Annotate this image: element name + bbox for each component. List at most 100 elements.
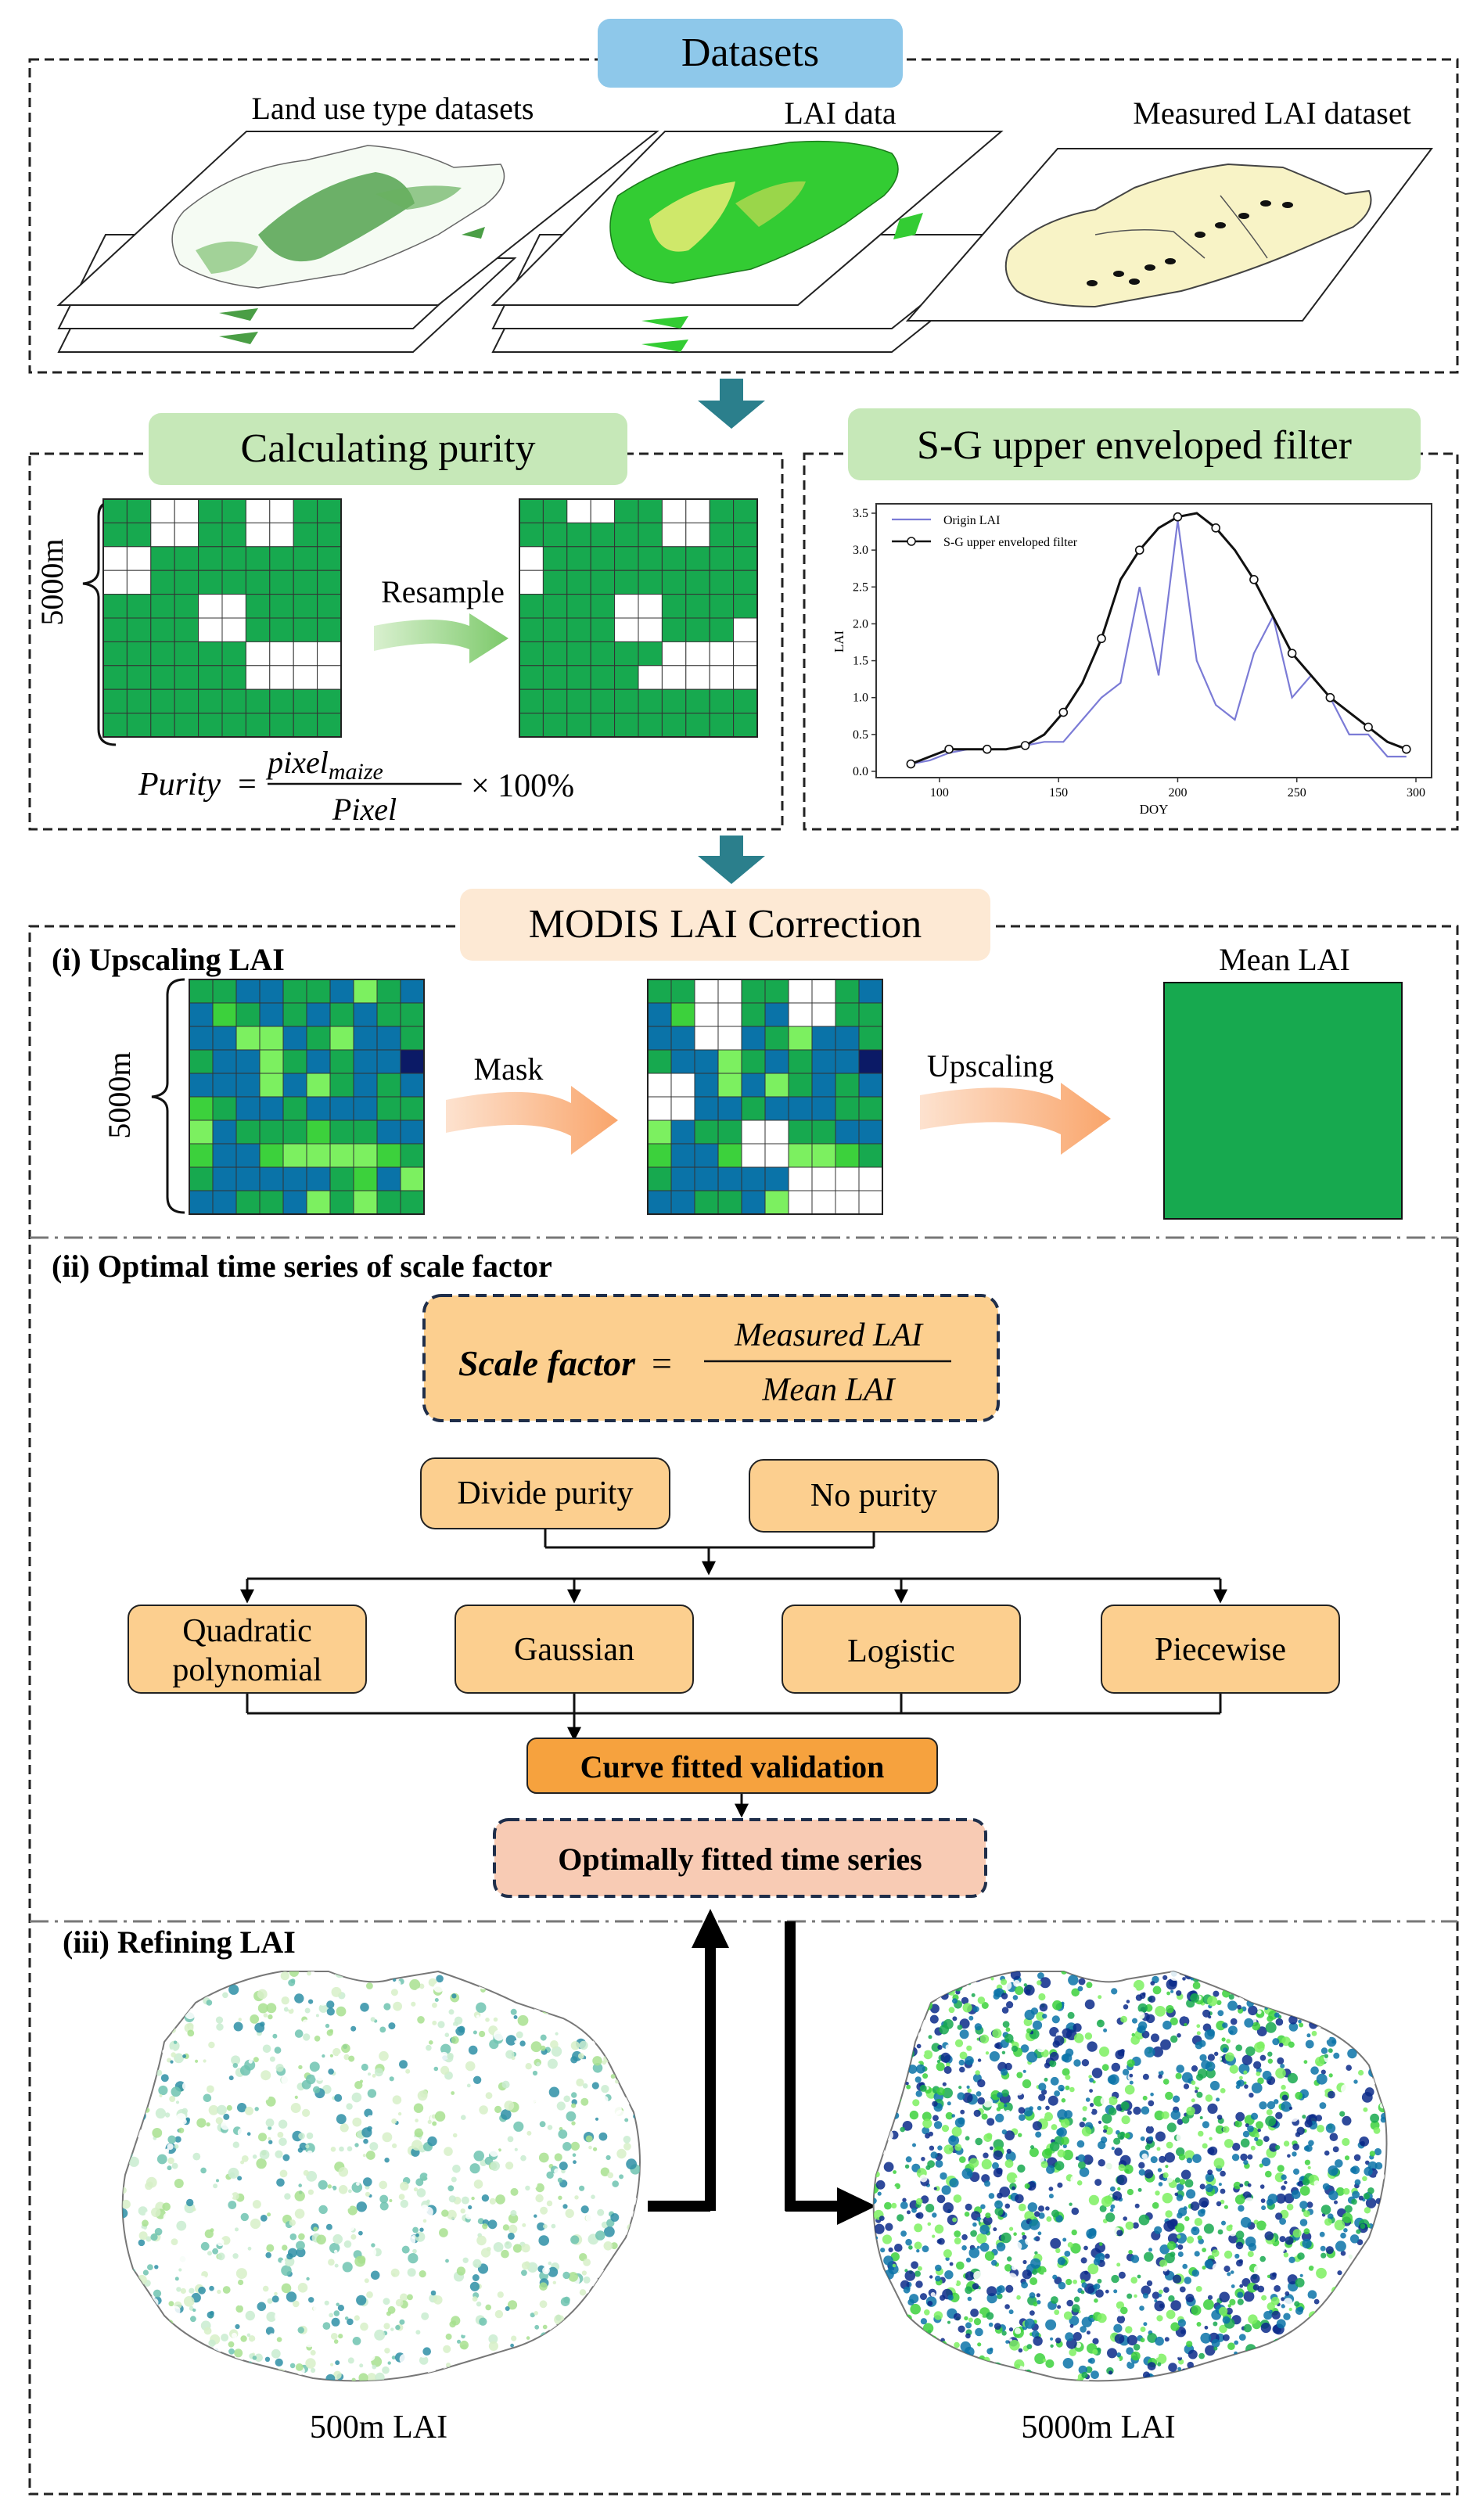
grid-cell (733, 617, 758, 642)
grid-cell (212, 1190, 237, 1215)
grid-cell (733, 665, 758, 690)
grid-cell (400, 1049, 425, 1074)
grid-cell (293, 570, 318, 595)
grid-cell (709, 665, 735, 690)
grid-cell (638, 713, 663, 738)
grid-cell (566, 570, 591, 595)
grid-cell (269, 522, 294, 548)
grid-cell (317, 522, 342, 548)
grid-cell (245, 594, 271, 619)
grid-cell (212, 1119, 237, 1145)
grid-cell (638, 665, 663, 690)
mask-label: Mask (474, 1051, 544, 1087)
grid-cell (198, 713, 223, 738)
grid-cell (858, 1166, 883, 1191)
grid-cell (835, 1096, 860, 1121)
grid-cell (661, 570, 687, 595)
grid-cell (189, 1143, 214, 1168)
scale-factor-formula-box (422, 1294, 1000, 1422)
refined-label-5000m: 5000m LAI (1021, 2410, 1175, 2446)
lai-data-label: LAI data (784, 95, 897, 131)
grid-cell (709, 713, 735, 738)
grid-cell (717, 979, 742, 1004)
grid-cell (353, 1026, 378, 1051)
grid-cell (835, 1073, 860, 1098)
grid-cell (717, 1096, 742, 1121)
grid-cell (741, 1073, 766, 1098)
step-arrow-1 (698, 379, 765, 429)
grid-cell (519, 522, 544, 548)
grid-cell (694, 1073, 719, 1098)
grid-cell (638, 498, 663, 523)
grid-cell (835, 979, 860, 1004)
grid-cell (638, 617, 663, 642)
purity-formula-eq: = (238, 767, 257, 803)
grid-cell (835, 1166, 860, 1191)
grid-cell (282, 1002, 307, 1027)
grid-cell (661, 641, 687, 667)
grid-cell (189, 1096, 214, 1121)
purity-title: Calculating purity (241, 426, 536, 471)
grid-cell (245, 713, 271, 738)
grid-cell (293, 688, 318, 714)
grid-cell (269, 617, 294, 642)
legend-label-origin: Origin LAI (943, 514, 1000, 527)
grid-cell (685, 665, 710, 690)
grid-cell (306, 1096, 331, 1121)
grid-cell (269, 688, 294, 714)
grid-cell (647, 1119, 672, 1145)
grid-cell (282, 1190, 307, 1215)
y-tick-label: 2.5 (853, 580, 868, 594)
grid-cell (566, 713, 591, 738)
grid-cell (733, 594, 758, 619)
grid-cell (835, 1002, 860, 1027)
grid-cell (189, 1049, 214, 1074)
grid-cell (259, 1049, 284, 1074)
grid-cell (858, 1049, 883, 1074)
x-tick-label: 100 (930, 786, 949, 800)
grid-cell (590, 498, 616, 523)
validation-label: Curve fitted validation (580, 1749, 885, 1784)
grid-cell (126, 522, 152, 548)
data-point (983, 744, 992, 754)
grid-cell (126, 641, 152, 667)
grid-cell (221, 688, 246, 714)
grid-cell (400, 1096, 425, 1121)
datasets-header (598, 19, 903, 88)
grid-cell (638, 570, 663, 595)
grid-cell (174, 665, 199, 690)
grid-cell (614, 570, 639, 595)
grid-cell (400, 1026, 425, 1051)
grid-cell (329, 1002, 354, 1027)
y-tick-label: 1.0 (853, 692, 868, 705)
grid-cell (670, 1002, 695, 1027)
model-label-gaussian: Gaussian (514, 1632, 634, 1668)
grid-cell (329, 1049, 354, 1074)
grid-cell (709, 594, 735, 619)
grid-cell (126, 688, 152, 714)
grid-cell (542, 688, 568, 714)
grid-cell (542, 570, 568, 595)
optimal-box (493, 1818, 987, 1898)
grid-cell (174, 594, 199, 619)
grid-cell (306, 1190, 331, 1215)
grid-cell (709, 617, 735, 642)
grid-cell (306, 1143, 331, 1168)
y-tick-label: 2.0 (853, 617, 868, 631)
grid-cell (614, 498, 639, 523)
grid-cell (150, 713, 175, 738)
grid-cell (329, 1096, 354, 1121)
grid-cell (590, 665, 616, 690)
grid-cell (245, 498, 271, 523)
series-line-sg-filter (910, 512, 1407, 765)
grid-cell (647, 1143, 672, 1168)
grid-cell (126, 665, 152, 690)
grid-cell (293, 713, 318, 738)
grid-cell (685, 594, 710, 619)
grid-cell (293, 665, 318, 690)
grid-cell (212, 1143, 237, 1168)
grid-cell (811, 1166, 836, 1191)
